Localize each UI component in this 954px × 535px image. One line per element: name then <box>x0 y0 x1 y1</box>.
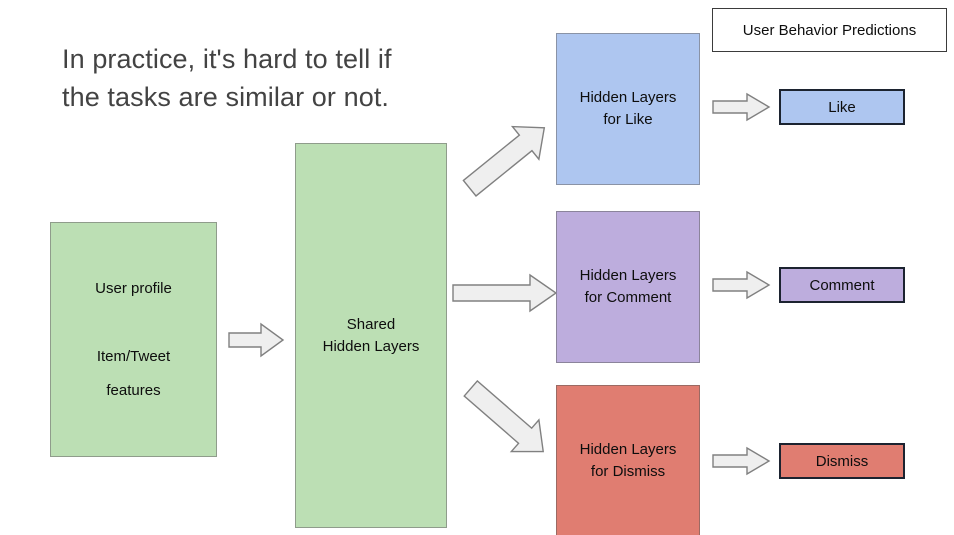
arrow-shared-to-dismiss-icon <box>455 372 559 468</box>
arrow-comment-output-icon <box>712 270 771 300</box>
prediction-chip-dismiss-label: Dismiss <box>815 452 869 470</box>
page-title: In practice, it's hard to tell if the ta… <box>62 44 392 112</box>
prediction-chip-dismiss: Dismiss <box>779 443 905 479</box>
legend-label: User Behavior Predictions <box>742 21 917 39</box>
input-features-block: User profile Item/Tweet features <box>50 222 217 457</box>
prediction-chip-like: Like <box>779 89 905 125</box>
arrow-like-output-icon <box>712 92 771 122</box>
arrow-input-to-shared-icon <box>228 322 285 358</box>
shared-hidden-layers-label: Shared Hidden Layers <box>322 315 420 355</box>
legend-user-behavior-predictions: User Behavior Predictions <box>712 8 947 52</box>
tower-like-label: Hidden Layers for Like <box>579 89 677 128</box>
arrow-shared-to-comment-icon <box>452 273 558 313</box>
arrow-shared-to-like-icon <box>455 112 559 204</box>
prediction-chip-comment-label: Comment <box>809 276 875 294</box>
shared-hidden-layers-block: Shared Hidden Layers <box>295 143 447 528</box>
prediction-chip-like-label: Like <box>828 98 856 116</box>
tower-like: Hidden Layers for Like <box>556 33 700 185</box>
arrow-dismiss-output-icon <box>712 446 771 476</box>
input-features-label: User profile Item/Tweet features <box>95 279 172 399</box>
tower-comment-label: Hidden Layers for Comment <box>579 267 677 306</box>
tower-dismiss: Hidden Layers for Dismiss <box>556 385 700 535</box>
tower-comment: Hidden Layers for Comment <box>556 211 700 363</box>
prediction-chip-comment: Comment <box>779 267 905 303</box>
tower-dismiss-label: Hidden Layers for Dismiss <box>579 441 677 480</box>
